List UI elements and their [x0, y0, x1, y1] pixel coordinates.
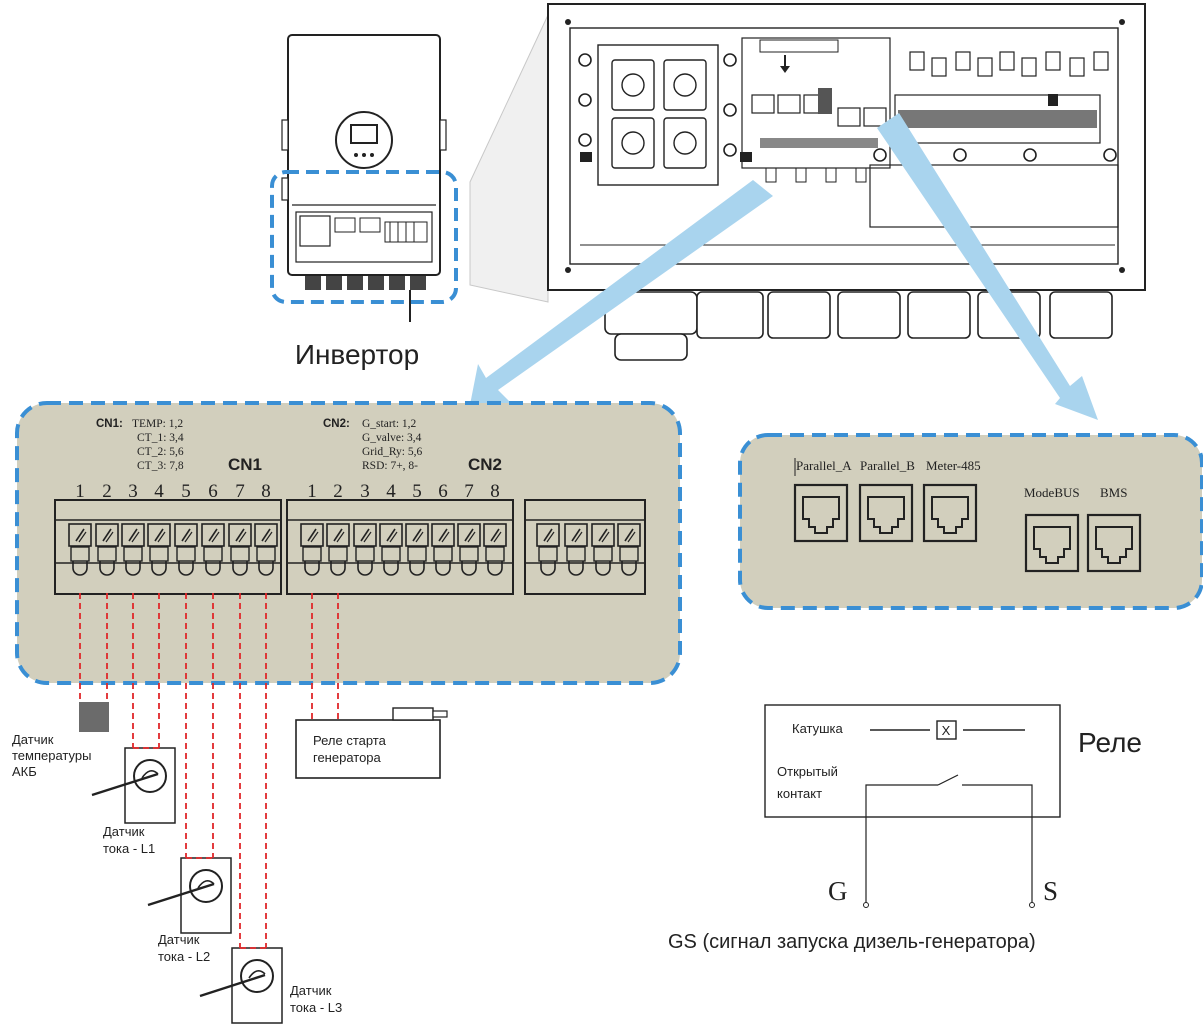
- cn1-pin-3: 3: [128, 481, 138, 502]
- cn1-legend-3: CT_2: 5,6: [137, 446, 184, 458]
- cn1-pin-5: 5: [181, 481, 191, 502]
- cn1-pin-2: 2: [102, 481, 112, 502]
- g-terminal-label: G: [828, 876, 848, 906]
- cn2-pin-4: 4: [386, 481, 396, 502]
- cn2-legend-2: G_valve: 3,4: [362, 432, 422, 444]
- relay-title: Реле: [1078, 727, 1142, 758]
- cn2-pin-8: 8: [490, 481, 500, 502]
- current-transformer-icon: [91, 747, 176, 824]
- port-label-meter-485: Meter-485: [926, 458, 981, 473]
- temperature-sensor-icon: [79, 702, 109, 732]
- cn2-pin-3: 3: [360, 481, 370, 502]
- sensor-wires-outer: [79, 683, 339, 949]
- cn2-legend-head: CN2:: [323, 418, 350, 430]
- cn2-pin-2: 2: [333, 481, 343, 502]
- cn1-legend-2: CT_1: 3,4: [137, 432, 184, 444]
- arrow-icon: [877, 113, 1098, 420]
- ct3-label: Датчик тока - L3: [290, 983, 342, 1015]
- cn2-pin-5: 5: [412, 481, 422, 502]
- cn1-pin-6: 6: [208, 481, 218, 502]
- generator-relay-icon: [295, 707, 448, 779]
- current-transformer-icon: [147, 857, 232, 934]
- sensor-wires: [79, 593, 339, 680]
- terminal-panel: CN1: TEMP: 1,2 CT_1: 3,4 CT_2: 5,6 CT_3:…: [15, 401, 682, 685]
- cn1-legend-4: CT_3: 7,8: [137, 460, 184, 472]
- coil-label: Катушка: [792, 721, 844, 736]
- cn1-legend-head: CN1:: [96, 418, 123, 430]
- s-terminal-label: S: [1043, 876, 1058, 906]
- zoom-wedge: [469, 14, 549, 303]
- cn1-title: CN1: [228, 455, 262, 474]
- port-label-bms: BMS: [1100, 485, 1127, 500]
- cn1-pin-7: 7: [235, 481, 245, 502]
- open-contact-label: Открытый контакт: [777, 764, 842, 801]
- cn1-pin-8: 8: [261, 481, 271, 502]
- cn1-legend-1: TEMP: 1,2: [132, 418, 183, 430]
- gs-caption: GS (сигнал запуска дизель-генератора): [668, 931, 1036, 953]
- ct1-label: Датчик тока - L1: [103, 824, 155, 856]
- ports-panel: Parallel_A Parallel_B Meter-485 ModeBUS …: [738, 433, 1203, 610]
- cn2-legend-3: Grid_Ry: 5,6: [362, 446, 422, 458]
- cn1-pin-4: 4: [154, 481, 164, 502]
- arrow-icon: [468, 180, 773, 415]
- temp-sensor-label: Датчик температуры АКБ: [12, 732, 95, 779]
- gen-relay-label: Реле старта генератора: [313, 733, 389, 765]
- cn2-pin-7: 7: [464, 481, 474, 502]
- port-label-parallel-b: Parallel_B: [860, 458, 915, 473]
- port-label-modebus: ModeBUS: [1024, 485, 1080, 500]
- ct2-label: Датчик тока - L2: [158, 932, 210, 964]
- inverter-label: Инвертор: [295, 339, 419, 370]
- port-label-parallel-a: Parallel_A: [796, 458, 852, 473]
- cn2-legend-1: G_start: 1,2: [362, 418, 417, 430]
- coil-symbol: X: [942, 723, 951, 738]
- inverter-icon: [281, 34, 447, 322]
- terminal-icon: [54, 499, 646, 595]
- cn2-title: CN2: [468, 455, 502, 474]
- inverter-board-icon: [547, 3, 1146, 361]
- relay-icon: [764, 704, 1061, 908]
- cn2-pin-6: 6: [438, 481, 448, 502]
- current-transformer-icon: [199, 947, 283, 1024]
- cn2-pin-1: 1: [307, 481, 317, 502]
- inverter-zoom-region: [270, 170, 458, 304]
- cn2-legend-4: RSD: 7+, 8-: [362, 460, 418, 472]
- cn1-pin-1: 1: [75, 481, 85, 502]
